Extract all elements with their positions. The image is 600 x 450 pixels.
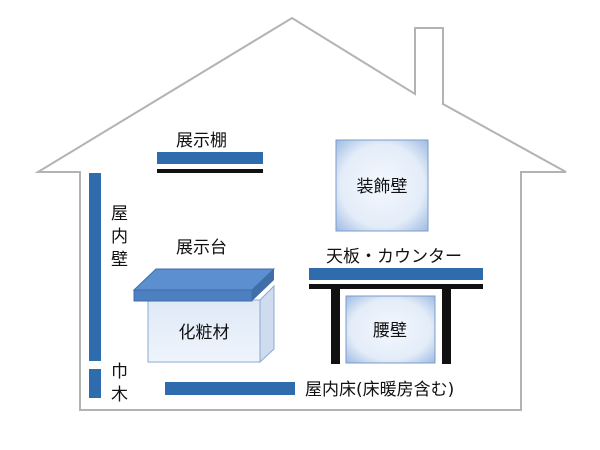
display-stand-box bbox=[132, 268, 276, 364]
display-shelf-label: 展示棚 bbox=[176, 131, 227, 151]
countertop-bar bbox=[309, 268, 483, 280]
wainscot-panel bbox=[345, 295, 436, 364]
counter-left-leg bbox=[331, 289, 340, 364]
interior-floor-label: 屋内床(床暖房含む) bbox=[305, 380, 454, 400]
interior-wall-bar bbox=[89, 173, 101, 361]
svg-text:木: 木 bbox=[111, 385, 128, 405]
svg-text:壁: 壁 bbox=[111, 250, 128, 270]
wainscot-label: 腰壁 bbox=[373, 321, 407, 341]
decorative-wall-panel bbox=[335, 139, 429, 232]
veneer-label: 化粧材 bbox=[179, 323, 230, 343]
svg-text:屋: 屋 bbox=[111, 204, 128, 224]
display-stand-label: 展示台 bbox=[176, 238, 227, 258]
countertop-label: 天板・カウンター bbox=[326, 247, 462, 267]
baseboard-label: 巾 木 bbox=[111, 362, 128, 405]
decorative-wall-label: 装飾壁 bbox=[357, 177, 408, 197]
interior-floor-bar bbox=[165, 382, 295, 395]
baseboard-bar bbox=[89, 369, 101, 398]
display-shelf-bar bbox=[157, 152, 263, 164]
display-shelf-line bbox=[157, 169, 263, 173]
counter-right-leg bbox=[442, 289, 451, 364]
svg-text:巾: 巾 bbox=[111, 362, 128, 382]
svg-text:内: 内 bbox=[111, 227, 128, 247]
interior-wall-label: 屋 内 壁 bbox=[111, 204, 128, 270]
countertop-black-line bbox=[309, 284, 483, 289]
